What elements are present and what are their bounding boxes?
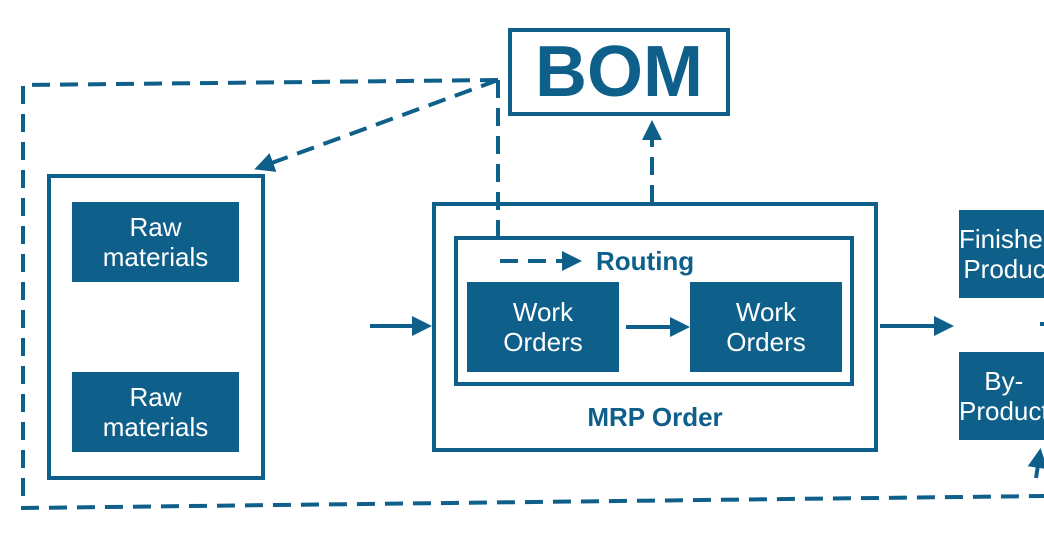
byproduct-box: By- Product [959, 352, 1044, 440]
bom-to-materials-arrow [254, 78, 499, 172]
mrp-order-box [432, 202, 878, 452]
work-orders-label: Work Orders [726, 297, 806, 357]
routing-label: Routing [596, 246, 695, 276]
bom-feedback-loop [21, 78, 1044, 511]
work-orders-label: Work Orders [503, 297, 583, 357]
finished-product-label: Finished Product [959, 224, 1044, 284]
loop-to-byproduct-arrow [1027, 448, 1044, 479]
byproduct-label: By- Product [959, 366, 1044, 426]
mrp-order-label: MRP Order [587, 402, 723, 432]
raw-materials-label: Raw materials [102, 382, 209, 442]
routing-box [454, 236, 854, 386]
materials-group [47, 174, 265, 480]
finished-product-box: Finished Product [959, 210, 1044, 298]
work-orders-box: Work Orders [690, 282, 842, 372]
bom-label: BOM [535, 32, 703, 112]
work-orders-box: Work Orders [467, 282, 619, 372]
raw-materials-box: Raw materials [72, 372, 239, 452]
raw-materials-label: Raw materials [102, 212, 209, 272]
raw-materials-box: Raw materials [72, 202, 239, 282]
bom-box [508, 28, 730, 116]
